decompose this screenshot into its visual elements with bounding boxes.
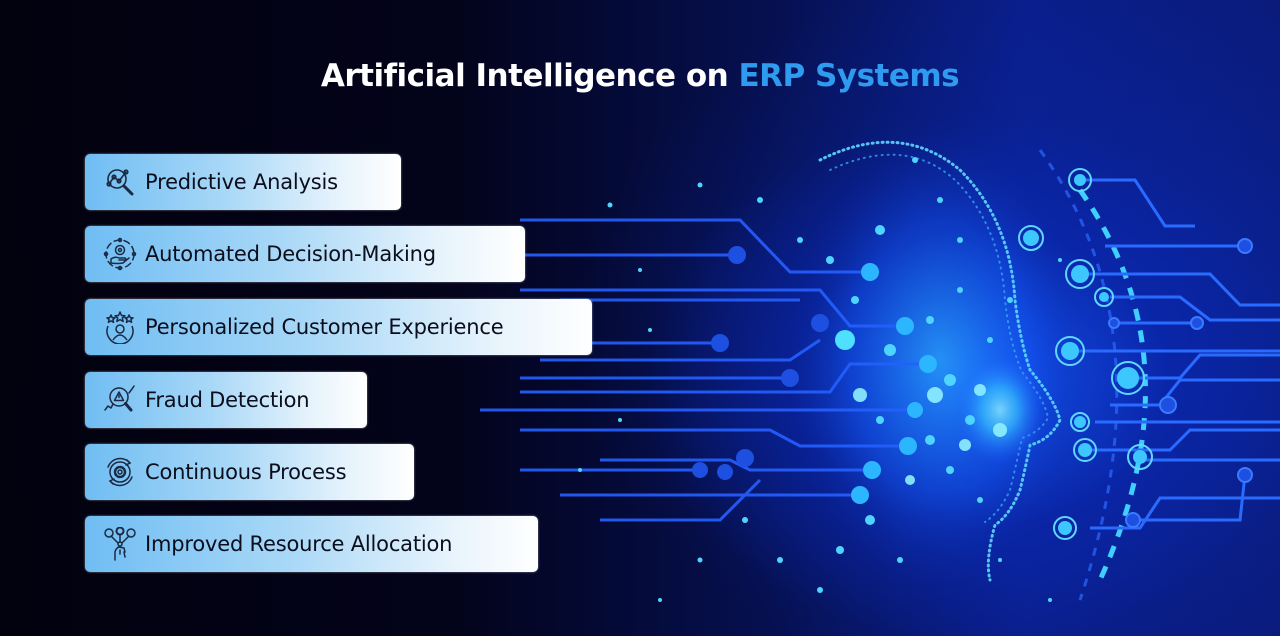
feature-card-fraud-detection[interactable]: Fraud Detection: [85, 372, 367, 428]
feature-label: Continuous Process: [145, 460, 347, 484]
feature-label: Predictive Analysis: [145, 170, 338, 194]
feature-card-personalized-customer-experience[interactable]: Personalized Customer Experience: [85, 299, 592, 355]
feature-card-improved-resource-allocation[interactable]: Improved Resource Allocation: [85, 516, 538, 572]
feature-label: Fraud Detection: [145, 388, 310, 412]
feature-card-automated-decision-making[interactable]: Automated Decision-Making: [85, 226, 525, 282]
hand-resources-icon: [104, 527, 136, 561]
gear-cycle-icon: [107, 457, 133, 487]
magnifier-chart-icon: [106, 169, 134, 196]
hand-gear-cycle-icon: [103, 237, 137, 271]
title-accent-text: ERP Systems: [738, 58, 960, 94]
feature-label: Personalized Customer Experience: [145, 315, 504, 339]
feature-card-continuous-process[interactable]: Continuous Process: [85, 444, 414, 500]
page-title: Artificial Intelligence on ERP Systems: [0, 58, 1280, 94]
magnifier-warning-icon: [104, 385, 135, 412]
feature-card-predictive-analysis[interactable]: Predictive Analysis: [85, 154, 401, 210]
feature-label: Automated Decision-Making: [145, 242, 436, 266]
title-text: Artificial Intelligence on: [320, 58, 739, 94]
feature-label: Improved Resource Allocation: [145, 532, 453, 556]
user-stars-icon: [106, 311, 134, 344]
